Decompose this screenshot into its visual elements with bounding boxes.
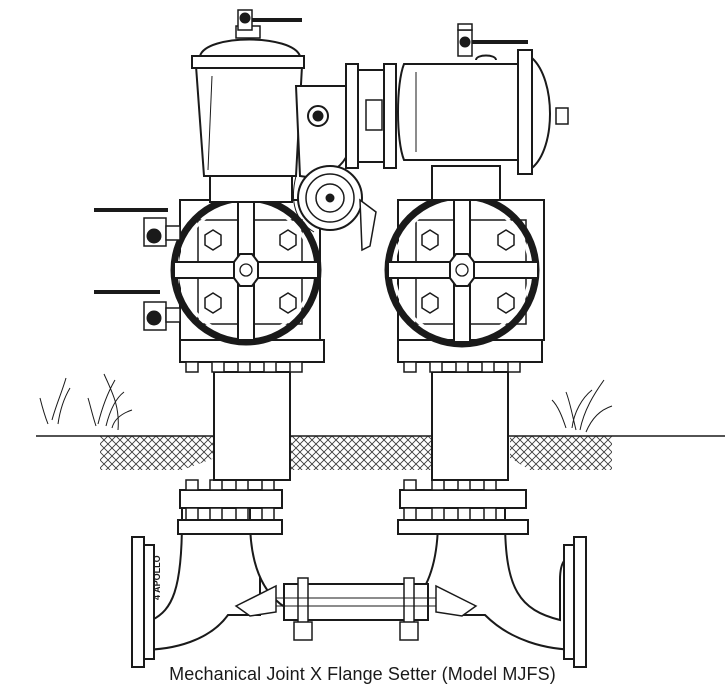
lower-flange-right	[397, 479, 529, 535]
center-coupling	[293, 63, 397, 252]
test-cock-top-left	[237, 9, 302, 31]
lower-flange-left	[177, 479, 283, 535]
left-check-housing	[191, 25, 305, 203]
riser-pipes	[213, 371, 509, 481]
grass-left-icon	[39, 373, 133, 431]
right-gate-valve	[384, 192, 545, 348]
lower-tee-assembly	[131, 497, 587, 668]
soil-hatch	[100, 436, 612, 470]
test-cock-lower	[94, 290, 181, 331]
test-cock-top-right	[457, 23, 528, 57]
grass-right-icon	[551, 379, 613, 433]
test-cock-upper	[94, 208, 181, 247]
casting-label: 4 APOLLO	[152, 555, 162, 600]
right-check-housing	[397, 49, 569, 201]
figure-caption: Mechanical Joint X Flange Setter (Model …	[169, 664, 556, 684]
left-gate-valve	[170, 194, 322, 346]
valve-base-flanges	[179, 339, 543, 373]
